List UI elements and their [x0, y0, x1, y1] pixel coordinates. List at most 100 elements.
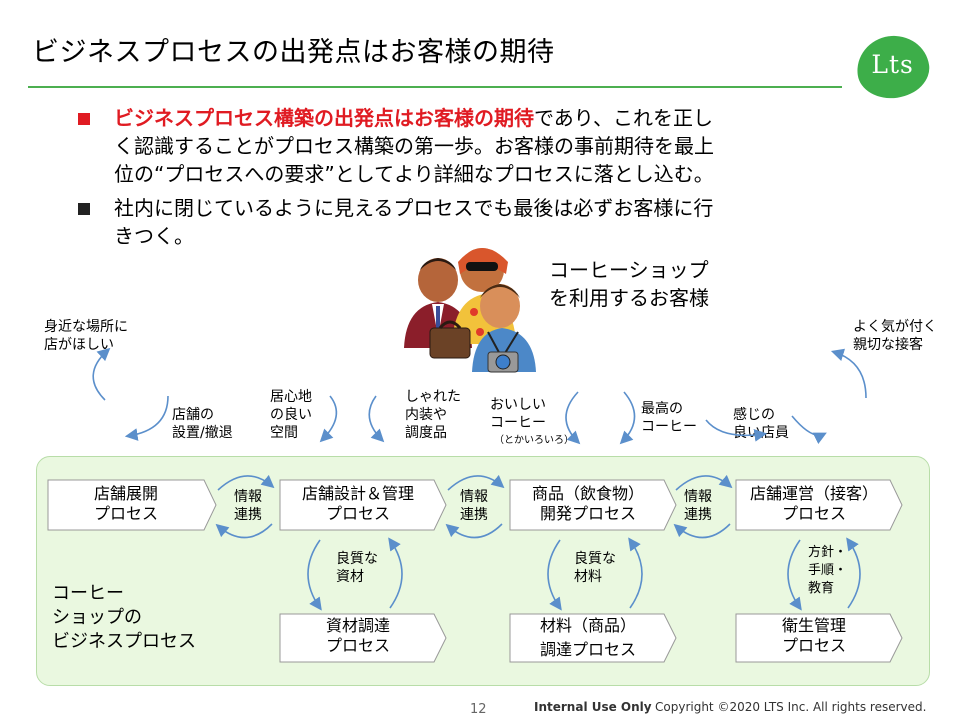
- label-line: 設置/撤退: [172, 425, 233, 441]
- label-line: 資材: [336, 569, 364, 585]
- process-title: 店舗運営（接客）: [749, 484, 878, 503]
- label-line: おいしい: [490, 397, 546, 413]
- process-title: 衛生管理: [781, 616, 846, 635]
- bullet-square-icon: [78, 203, 90, 215]
- cycle-arrow-friendly-2: [791, 415, 827, 445]
- lts-logo: Lts: [853, 31, 933, 103]
- process-title: 材料（商品）: [539, 616, 636, 635]
- process-title: 商品（飲食物）: [531, 484, 644, 503]
- label-line: 親切な接客: [853, 337, 923, 353]
- page-number: 12: [470, 702, 487, 717]
- label-line: ショップの: [52, 607, 142, 628]
- bullet-square-icon: [78, 113, 90, 125]
- label-line: 調度品: [405, 425, 447, 441]
- bullet-item-1: ビジネスプロセス構築の出発点はお客様の期待であり、これを正し く認識することがプ…: [78, 104, 848, 188]
- label-line: 良質な: [574, 551, 616, 567]
- expectation-store-setup-label: 店舗の設置/撤退: [172, 406, 233, 442]
- bullet-text: 社内に閉じているように見えるプロセスでも最後は必ずお客様に行: [114, 196, 714, 220]
- process-title: 資材調達: [325, 616, 390, 635]
- label-line: 最高の: [641, 401, 683, 417]
- label-line: しゃれた: [405, 389, 461, 405]
- internal-use-label: Internal Use Only: [534, 700, 652, 714]
- expectation-tasty-label: おいしいコーヒー: [490, 396, 546, 432]
- label-line: 内装や: [405, 407, 447, 423]
- link-info-2: 情報連携: [460, 488, 488, 524]
- bullet-item-2: 社内に閉じているように見えるプロセスでも最後は必ずお客様に行 きつく。: [78, 194, 848, 250]
- cycle-arrow-near: [92, 347, 111, 401]
- label-line: 連携: [684, 507, 712, 523]
- link-good-materials: 良質な資材: [336, 550, 378, 586]
- process-subtitle: プロセス: [93, 504, 158, 523]
- cycle-arrow-attentive: [830, 348, 867, 399]
- label-line: 連携: [460, 507, 488, 523]
- label-line: コーヒー: [490, 415, 546, 431]
- process-subtitle: プロセス: [325, 504, 390, 523]
- label-line: 感じの: [733, 407, 775, 423]
- process-materials: 資材調達プロセス: [280, 616, 436, 656]
- process-subtitle: プロセス: [781, 636, 846, 655]
- link-good-ingredients: 良質な材料: [574, 550, 616, 586]
- process-subtitle: プロセス: [325, 636, 390, 655]
- expectation-friendly-label: 感じの良い店員: [733, 406, 789, 442]
- expectation-near-label: 身近な場所に店がほしい: [44, 318, 128, 354]
- label-line: 良質な: [336, 551, 378, 567]
- label-line: 店舗の: [172, 407, 214, 423]
- panel-label: コーヒー ショップの ビジネスプロセス: [52, 582, 196, 654]
- label-line: よく気が付く: [853, 319, 937, 335]
- label-line: ビジネスプロセス: [52, 631, 196, 652]
- bullet-text: 位の“プロセスへの要求”としてより詳細なプロセスに落とし込む。: [114, 162, 714, 186]
- label-line: 居心地: [270, 389, 312, 405]
- label-line: 情報: [234, 489, 262, 505]
- label-line: 方針・: [808, 545, 848, 560]
- process-subtitle: プロセス: [781, 504, 846, 523]
- caption-line: を利用するお客様: [549, 286, 709, 310]
- copyright-text: Copyright ©2020 LTS Inc. All rights rese…: [655, 700, 927, 714]
- process-operation: 店舗運営（接客）プロセス: [736, 484, 892, 524]
- link-info-3: 情報連携: [684, 488, 712, 524]
- expectation-stylish-label: しゃれた内装や調度品: [405, 388, 461, 442]
- process-ingredients: 材料（商品） 調達プロセス: [510, 614, 666, 662]
- cycle-arrow-stylish: [368, 395, 385, 443]
- label-line: 手順・: [808, 563, 848, 578]
- label-line: 連携: [234, 507, 262, 523]
- bullet-list: ビジネスプロセス構築の出発点はお客様の期待であり、これを正し く認識することがプ…: [78, 104, 848, 256]
- title-divider: [28, 86, 842, 88]
- bullet-highlight: ビジネスプロセス構築の出発点はお客様の期待: [114, 106, 534, 130]
- process-hygiene: 衛生管理プロセス: [736, 616, 892, 656]
- label-line: の良い: [270, 407, 312, 423]
- label-line: コーヒー: [641, 419, 697, 435]
- label-line: 空間: [270, 425, 298, 441]
- label-line: 良い店員: [733, 425, 789, 441]
- process-subtitle: 調達プロセス: [539, 640, 636, 659]
- logo-text: Lts: [871, 50, 914, 80]
- process-product: 商品（飲食物）開発プロセス: [510, 484, 666, 524]
- expectation-best-label: 最高のコーヒー: [641, 400, 697, 436]
- customer-caption: コーヒーショップ を利用するお客様: [549, 256, 709, 312]
- process-title: 店舗展開: [93, 484, 158, 503]
- process-subtitle: 開発プロセス: [539, 504, 636, 523]
- label-line: 材料: [574, 569, 602, 585]
- expectation-attentive-label: よく気が付く親切な接客: [853, 318, 937, 354]
- customers-illustration: [404, 248, 536, 373]
- expectation-cozy-label: 居心地の良い空間: [270, 388, 312, 442]
- label-line: 店がほしい: [44, 337, 114, 353]
- label-line: コーヒー: [52, 583, 124, 604]
- link-policy: 方針・手順・教育: [808, 544, 847, 598]
- bullet-text: きつく。: [114, 224, 194, 248]
- cycle-arrow-best: [619, 391, 636, 445]
- link-info-1: 情報連携: [234, 488, 262, 524]
- bullet-text: く認識することがプロセス構築の第一歩。お客様の事前期待を最上: [114, 134, 714, 158]
- process-design: 店舗設計＆管理プロセス: [280, 484, 436, 524]
- process-title: 店舗設計＆管理: [301, 484, 414, 503]
- cycle-arrow-setup: [124, 395, 169, 441]
- label-line: 教育: [808, 581, 835, 596]
- cycle-arrow-cozy: [319, 395, 338, 443]
- process-expansion: 店舗展開プロセス: [48, 484, 204, 524]
- caption-line: コーヒーショップ: [549, 258, 709, 282]
- label-line: 身近な場所に: [44, 319, 128, 335]
- page-title: ビジネスプロセスの出発点はお客様の期待: [32, 37, 555, 68]
- bullet-text: であり、これを正し: [534, 106, 713, 130]
- expectation-tasty-note: （とかいろいろ）: [494, 435, 574, 446]
- label-line: 情報: [684, 489, 712, 505]
- label-line: 情報: [460, 489, 488, 505]
